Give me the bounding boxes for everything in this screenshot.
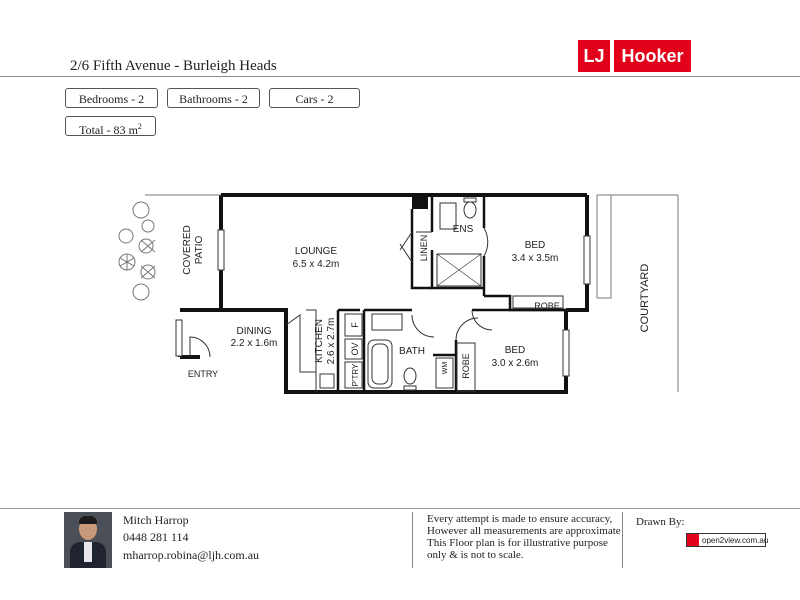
footer-divider [0, 508, 800, 509]
total-area-badge: Total - 83 m2 [65, 116, 156, 137]
agent-avatar [64, 512, 112, 568]
door-swings [189, 227, 493, 358]
total-area-unit: m [128, 123, 138, 137]
disclaimer: Every attempt is made to ensure accuracy… [427, 513, 621, 561]
label-kitchen: KITCHEN [314, 319, 325, 363]
agent-phone: 0448 281 114 [123, 530, 189, 544]
label-robe-bed1: ROBE [534, 301, 560, 311]
label-entry: ENTRY [188, 369, 218, 379]
outdoor-boundaries [145, 194, 679, 392]
label-bath: BATH [399, 346, 425, 357]
footer-separator-2 [622, 512, 623, 568]
bathroom-fixtures [367, 197, 482, 391]
disclaimer-line: only & is not to scale. [427, 549, 524, 561]
interior-walls [336, 195, 566, 392]
agent-name: Mitch Harrop [123, 513, 189, 527]
landscape-shrubs [118, 201, 156, 301]
label-ensuite: ENS [453, 224, 474, 235]
label-bed-2-size: 3.0 x 2.6m [492, 358, 539, 369]
label-covered-patio-2: PATIO [194, 236, 205, 265]
footer-separator-1 [412, 512, 413, 568]
open2view-text: open2view.com.au [702, 536, 769, 545]
disclaimer-line: However all measurements are approximate [427, 525, 621, 537]
open2view-logo: open2view.com.au [686, 533, 769, 547]
label-lounge: LOUNGE [295, 246, 338, 257]
label-oven: OV [350, 342, 360, 355]
label-pantry: P'TRY [351, 363, 360, 386]
kitchen-benches [285, 309, 363, 392]
label-bed-1: BED [525, 240, 546, 251]
bedrooms-badge: Bedrooms - 2 [65, 88, 158, 108]
open2view-icon [687, 534, 699, 546]
bathrooms-badge: Bathrooms - 2 [167, 88, 260, 108]
lj-hooker-logo: LJ Hooker [578, 40, 691, 72]
label-courtyard: COURTYARD [639, 264, 651, 333]
label-washing-machine: WM [442, 362, 449, 375]
label-bed-1-size: 3.4 x 3.5m [512, 253, 559, 264]
total-area-unit-sup: 2 [137, 122, 142, 131]
structural-column [412, 193, 428, 209]
logo-brand-text: Hooker [614, 40, 691, 72]
robes [456, 295, 564, 392]
label-dining-size: 2.2 x 1.6m [231, 338, 278, 349]
footer-ticks [0, 562, 40, 563]
cars-badge: Cars - 2 [269, 88, 360, 108]
drawn-by-label: Drawn By: [636, 516, 685, 528]
exterior-walls [178, 193, 589, 394]
property-address: 2/6 Fifth Avenue - Burleigh Heads [70, 58, 277, 74]
label-covered-patio-1: COVERED [182, 225, 193, 274]
disclaimer-line: Every attempt is made to ensure accuracy… [427, 513, 613, 525]
logo-lj-mark: LJ [578, 40, 610, 72]
label-robe-bed2: ROBE [461, 353, 471, 379]
label-kitchen-size: 2.6 x 2.7m [326, 318, 337, 365]
label-lounge-size: 6.5 x 4.2m [293, 259, 340, 270]
header-divider [0, 76, 800, 77]
windows [175, 229, 591, 377]
disclaimer-line: This Floor plan is for illustrative purp… [427, 537, 608, 549]
agent-email: mharrop.robina@ljh.com.au [123, 548, 260, 562]
label-linen: LINEN [419, 235, 429, 262]
label-dining: DINING [237, 326, 272, 337]
label-fridge: F [350, 322, 360, 328]
total-area-value: Total - 83 [79, 123, 126, 137]
label-bed-2: BED [505, 345, 526, 356]
